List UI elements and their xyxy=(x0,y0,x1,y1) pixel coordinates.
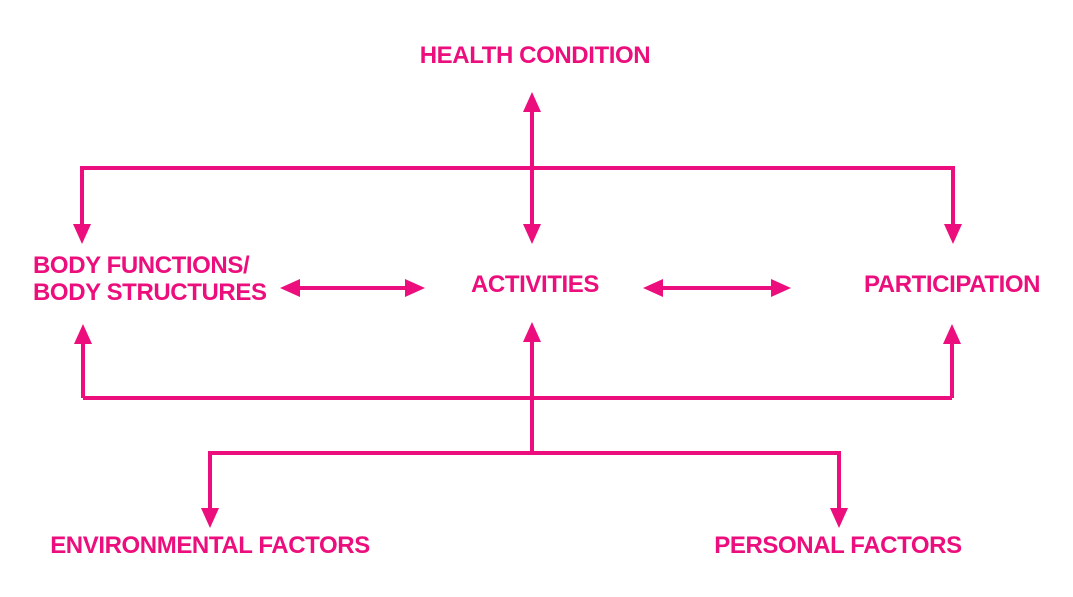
node-body-functions-line1: BODY FUNCTIONS/ xyxy=(33,252,250,279)
arrow-to-environmental-factors xyxy=(201,451,219,528)
node-body-functions: BODY FUNCTIONS/ BODY STRUCTURES xyxy=(33,252,293,306)
arrow-body-functions-activities xyxy=(280,279,425,297)
arrow-health-to-activities xyxy=(523,92,541,244)
node-environmental-factors: ENVIRONMENTAL FACTORS xyxy=(50,532,370,559)
arrow-factors-to-participation xyxy=(943,324,961,398)
node-activities: ACTIVITIES xyxy=(470,271,599,298)
arrow-to-personal-factors xyxy=(830,451,848,528)
arrow-factors-to-activities xyxy=(523,322,541,453)
arrow-activities-participation xyxy=(643,279,791,297)
node-body-functions-line2: BODY STRUCTURES xyxy=(33,279,267,306)
arrow-health-to-participation xyxy=(944,166,962,244)
node-health-condition: HEALTH CONDITION xyxy=(419,42,651,69)
arrow-factors-to-body-functions xyxy=(74,324,92,398)
node-participation: PARTICIPATION xyxy=(863,271,1041,298)
node-personal-factors: PERSONAL FACTORS xyxy=(714,532,962,559)
arrow-health-to-body-functions xyxy=(73,166,91,244)
